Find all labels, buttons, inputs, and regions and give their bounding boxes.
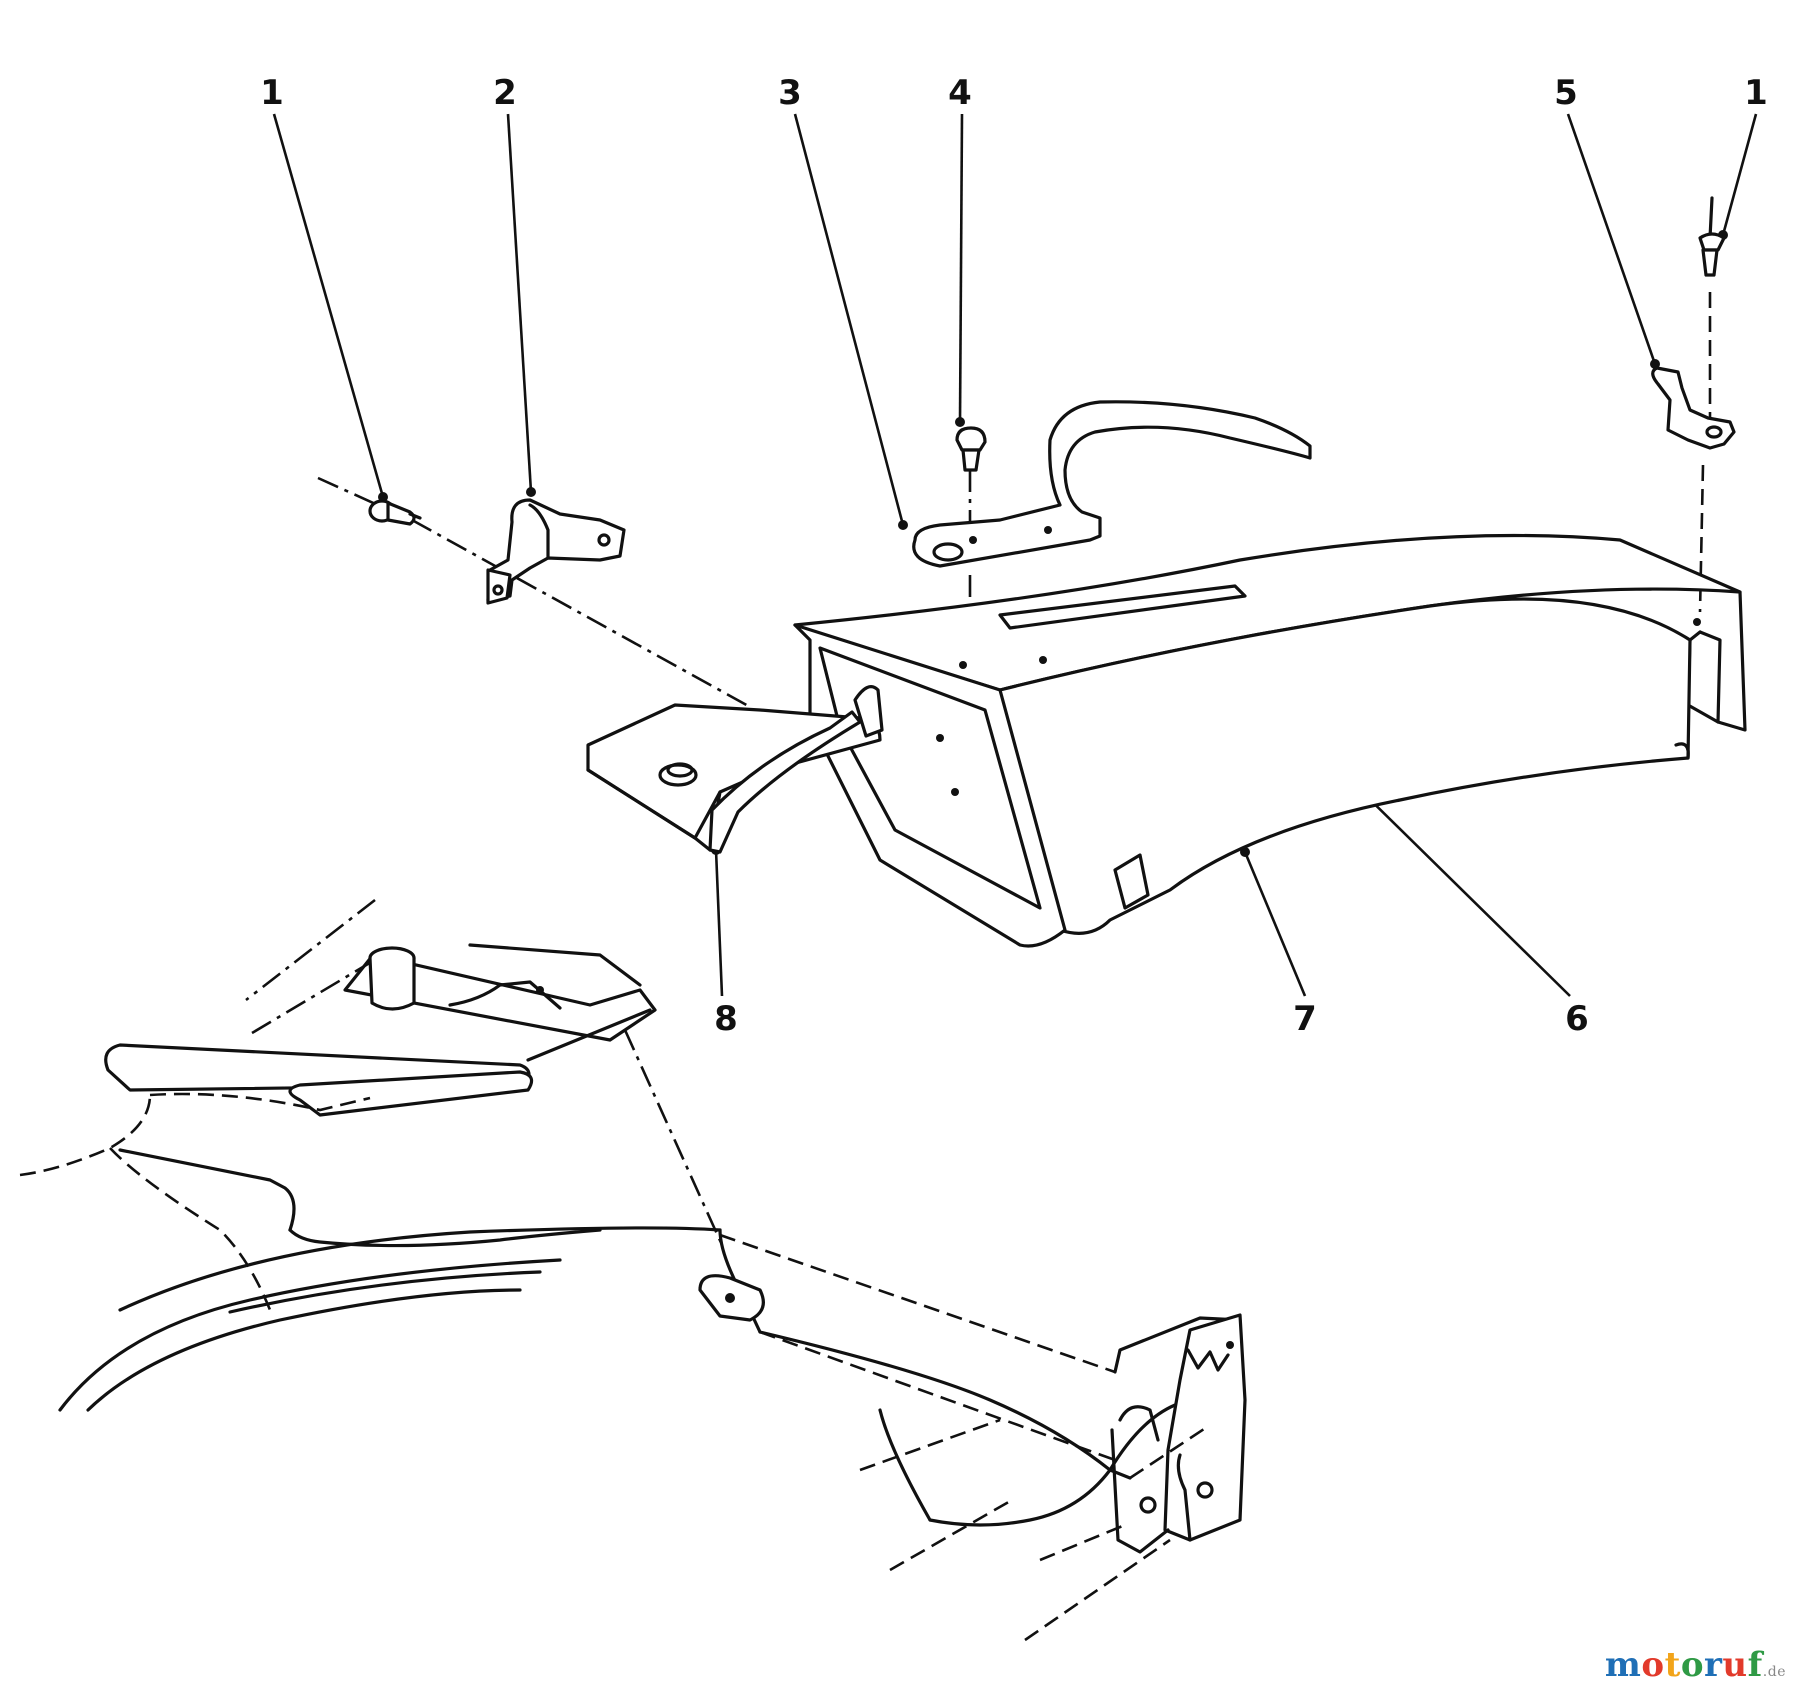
clamp-bracket bbox=[486, 498, 626, 605]
leader-dot-4 bbox=[955, 417, 965, 427]
callout-label-7: 7 bbox=[1293, 999, 1317, 1039]
watermark-logo: motoruf.de bbox=[1605, 1645, 1786, 1685]
alignment-line-deck-upper bbox=[245, 898, 376, 1002]
leader-line-1-right bbox=[1721, 113, 1758, 236]
axis-line-clamp-to-chute bbox=[411, 518, 753, 710]
clip-5 bbox=[1651, 366, 1736, 450]
watermark-suffix: .de bbox=[1762, 1664, 1786, 1680]
callout-label-1-right: 1 bbox=[1744, 73, 1768, 113]
callout-label-1-left: 1 bbox=[260, 73, 284, 113]
watermark-letter: t bbox=[1664, 1645, 1681, 1685]
leader-line-7 bbox=[1243, 851, 1307, 997]
mower-deck-assembly bbox=[19, 943, 1247, 1642]
leader-line-1-left bbox=[272, 113, 385, 498]
chute-handle bbox=[912, 400, 1312, 568]
rivet-left bbox=[368, 499, 422, 526]
callout-label-5: 5 bbox=[1554, 73, 1578, 113]
axis-line-rivet-left bbox=[317, 476, 381, 508]
watermark-letter: m bbox=[1604, 1645, 1642, 1685]
callout-labels: 1 2 3 4 5 1 8 7 6 bbox=[260, 73, 1768, 1039]
leader-line-2 bbox=[506, 113, 533, 493]
discharge-chute bbox=[793, 533, 1747, 948]
leader-line-4 bbox=[958, 113, 964, 423]
callout-label-2: 2 bbox=[493, 73, 517, 113]
leader-dot-3 bbox=[898, 520, 908, 530]
watermark-letter: u bbox=[1722, 1645, 1748, 1685]
callout-label-3: 3 bbox=[778, 73, 802, 113]
leader-line-5 bbox=[1566, 113, 1657, 365]
callout-label-8: 8 bbox=[714, 999, 738, 1039]
watermark-main: motoruf bbox=[1605, 1645, 1763, 1685]
watermark-letter: o bbox=[1641, 1645, 1665, 1685]
mount-bracket bbox=[586, 685, 884, 854]
rivet-right bbox=[1698, 196, 1726, 277]
rivet-4 bbox=[955, 426, 987, 472]
callout-label-4: 4 bbox=[948, 73, 972, 113]
leader-dot-2 bbox=[526, 487, 536, 497]
callout-label-6: 6 bbox=[1565, 999, 1589, 1039]
watermark-letter: f bbox=[1747, 1645, 1763, 1685]
alignment-line-tab-to-deck bbox=[623, 1029, 724, 1246]
decal-label-6 bbox=[998, 584, 1247, 630]
watermark-letter: o bbox=[1680, 1645, 1704, 1685]
watermark-letter: r bbox=[1704, 1645, 1723, 1685]
leader-line-3 bbox=[793, 113, 905, 526]
leader-line-8 bbox=[714, 849, 724, 997]
